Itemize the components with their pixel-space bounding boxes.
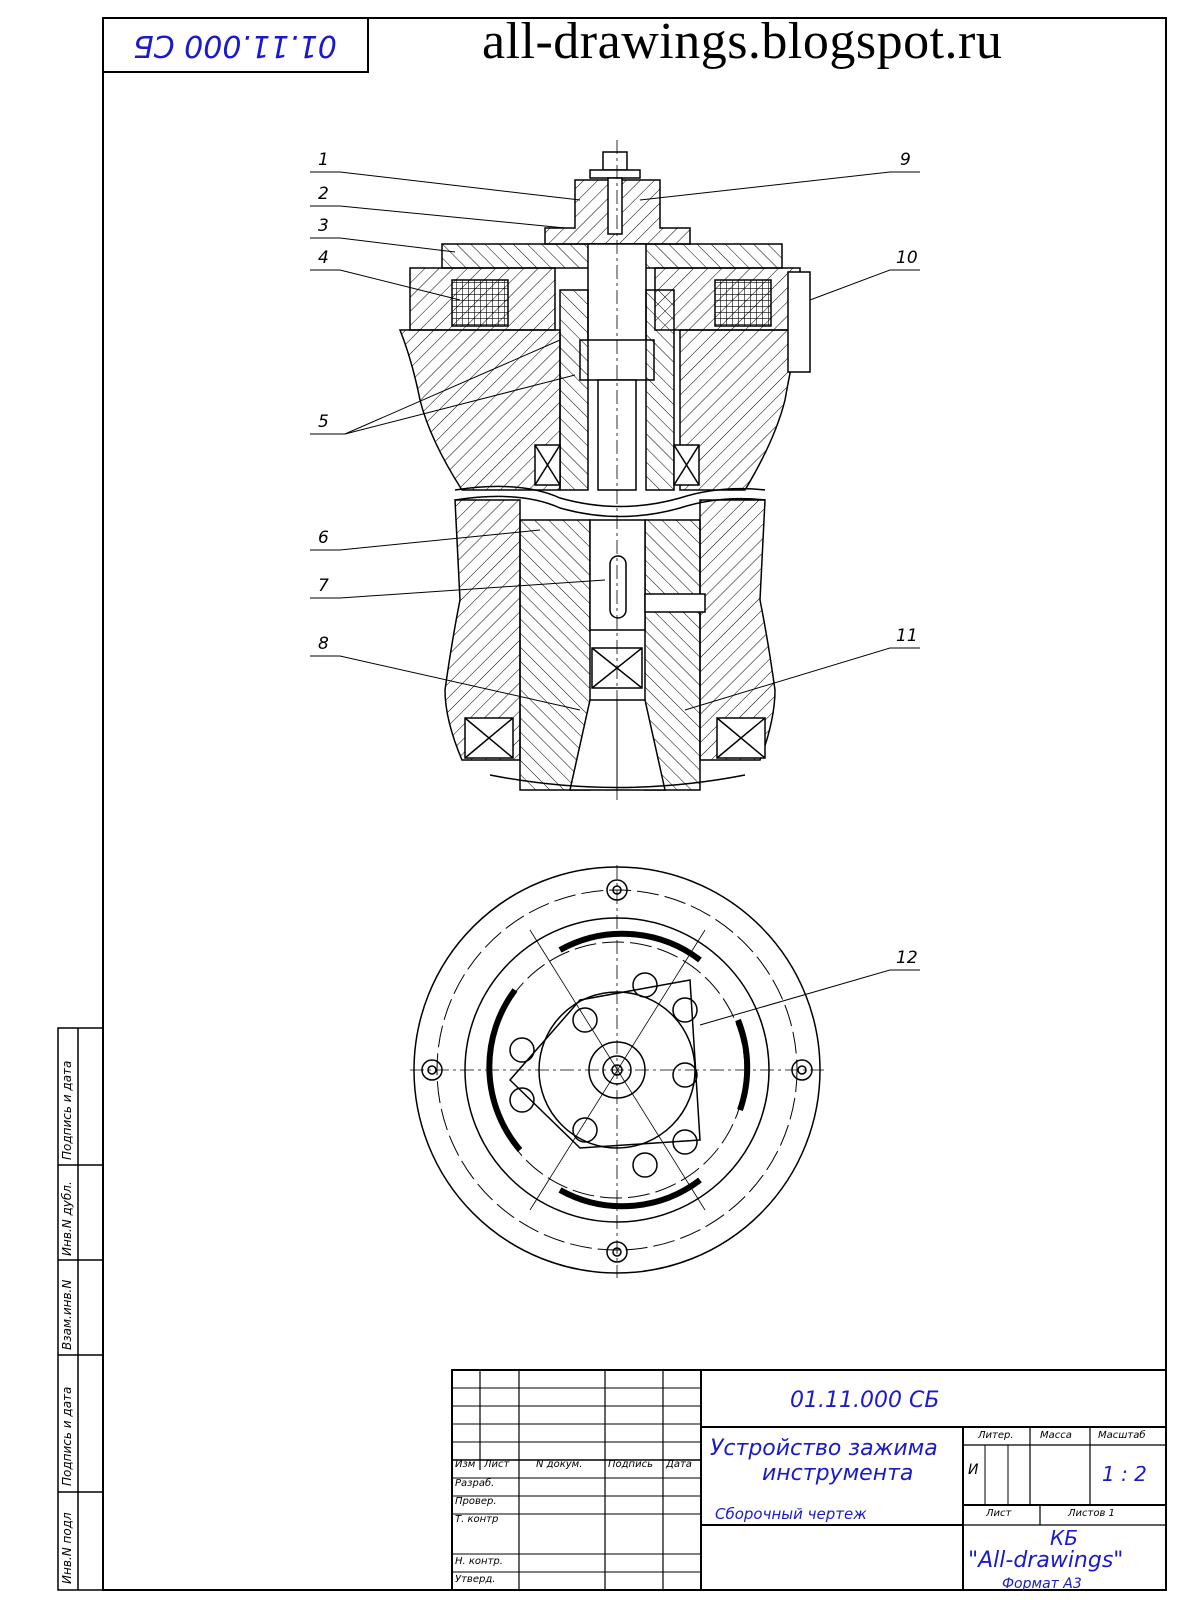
tb-sheets-label: Листов 1 [1068,1508,1115,1519]
tb-doc-code: 01.11.000 СБ [790,1388,940,1413]
tb-scale-value: 1 : 2 [1102,1462,1147,1486]
tb-org-line1: КБ [1050,1526,1078,1550]
side-label-vzam: Взам.инв.N [60,1279,74,1350]
site-url: all-drawings.blogspot.ru [482,13,1003,70]
side-label-podpis-2: Подпись и дата [60,1060,74,1160]
callout-2: 2 [318,184,329,204]
coil-left [451,279,509,327]
tb-sheet-label: Лист [986,1508,1012,1519]
title-block-lines [451,1369,1167,1591]
tb-col-ndoc: N докум. [536,1459,583,1470]
tb-col-data: Дата [666,1459,692,1470]
tb-col-list: Лист [484,1459,510,1470]
callout-12: 12 [896,948,918,968]
callout-11: 11 [896,626,918,646]
break-line [454,485,766,508]
callout-8: 8 [318,634,329,654]
tb-row-tkontr: Т. контр [455,1514,499,1525]
tb-liter-value: И [968,1462,979,1478]
section-view [398,140,811,800]
tb-liter-label: Литер. [978,1430,1014,1441]
tb-format: Формат А3 [1002,1576,1082,1592]
top-bolt-shank [607,177,623,235]
lower-housing-left [444,499,521,761]
radial-pin [644,593,706,613]
sleeve-left [559,289,589,491]
plan-view [410,865,825,1278]
callout-5: 5 [318,412,329,432]
tb-org-line2: "All-drawings" [968,1548,1124,1573]
tb-row-prover: Провер. [455,1496,497,1507]
callout-6: 6 [318,528,329,548]
side-screw [787,271,811,373]
callout-3: 3 [318,216,329,236]
coil-right [714,279,772,327]
leaders [310,171,920,1026]
tb-massa-label: Масса [1040,1430,1072,1441]
callout-4: 4 [318,248,329,268]
tb-title-line2: инструмента [762,1461,914,1486]
sleeve-right [645,289,675,491]
top-washer [589,169,641,179]
slot [609,555,627,619]
upper-housing [398,329,561,491]
side-label-inv-dubl: Инв.N дубл. [60,1181,74,1256]
tb-masshtab-label: Масштаб [1098,1430,1146,1441]
tb-col-izm: Изм [455,1459,476,1470]
tb-title-line1: Устройство зажима [710,1436,938,1461]
tb-col-podpis: Подпись [608,1459,653,1470]
top-bolt-head [602,151,628,171]
side-label-podpis-1: Подпись и дата [60,1386,74,1486]
callout-10: 10 [896,248,918,268]
callout-7: 7 [318,576,329,596]
side-label-inv-podl: Инв.N подл [60,1512,74,1584]
callout-1: 1 [318,150,329,170]
callout-9: 9 [900,150,911,170]
tb-row-utverd: Утверд. [455,1574,496,1585]
tb-row-nkontr: Н. контр. [455,1556,503,1567]
tb-subtitle: Сборочный чертеж [715,1505,867,1523]
tb-row-razrab: Разраб. [455,1478,495,1489]
mirrored-doc-code: 01.11.000 СБ [133,28,337,63]
